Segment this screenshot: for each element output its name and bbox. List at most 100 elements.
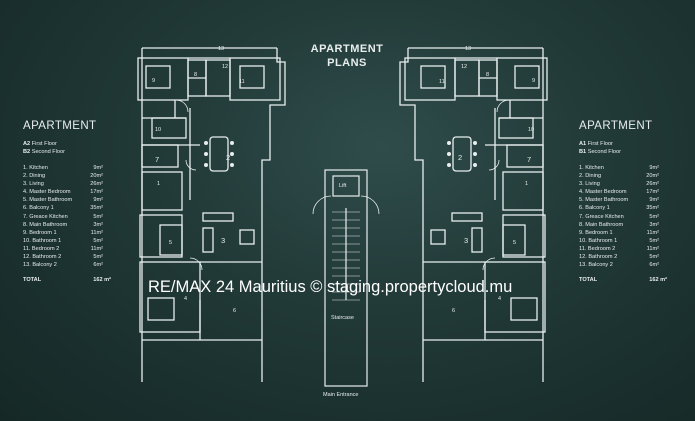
room-area: 5m²: [649, 213, 659, 220]
right-legend-heading: APARTMENT: [579, 120, 653, 132]
room-number-6: 6: [452, 308, 455, 314]
title-line-2: PLANS: [327, 57, 367, 69]
room-name: 12. Bathroom 2: [23, 254, 62, 261]
room-area: 20m²: [646, 173, 659, 180]
total-value: 162 m²: [649, 277, 667, 284]
room-number-13: 13: [218, 46, 224, 52]
main-entrance-label: Main Entrance: [323, 392, 358, 398]
room-item: 6. Balcony 1 35m²: [23, 204, 103, 212]
left-floor-1: A2 First Floor: [23, 140, 133, 148]
room-number-5: 5: [169, 240, 172, 246]
room-number-1: 1: [157, 181, 160, 187]
room-area: 6m²: [93, 262, 103, 269]
room-name: 2. Dining: [579, 173, 602, 180]
room-item: 11. Bedroom 2 11m²: [23, 245, 103, 253]
room-number-7: 7: [527, 155, 531, 164]
room-name: 4. Master Bedroom: [579, 189, 627, 196]
total-label: TOTAL: [579, 277, 598, 284]
room-area: 9m²: [93, 165, 103, 171]
room-name: 5. Master Bathroom: [23, 197, 73, 204]
room-name: 8. Main Bathroom: [579, 221, 624, 228]
floor-name: Second Floor: [31, 149, 65, 155]
room-name: 12. Bathroom 2: [579, 254, 618, 261]
room-name: 10. Bathroom 1: [579, 237, 618, 244]
room-name: 6. Balcony 1: [23, 205, 54, 212]
room-area: 5m²: [93, 254, 103, 261]
floor-name: First Floor: [31, 141, 57, 147]
room-area: 9m²: [649, 197, 659, 204]
room-number-1: 1: [525, 181, 528, 187]
room-number-13: 13: [465, 46, 471, 52]
room-number-10: 10: [528, 127, 534, 133]
floor-name: First Floor: [587, 141, 613, 147]
room-number-2: 2: [458, 153, 462, 162]
left-apartment-legend: APARTMENT A2 First Floor B2 Second Floor…: [23, 120, 133, 284]
room-area: 5m²: [649, 237, 659, 244]
watermark: RE/MAX 24 Mauritius © staging.propertycl…: [148, 278, 513, 296]
room-area: 5m²: [93, 237, 103, 244]
room-area: 11m²: [646, 245, 659, 252]
room-name: 13. Balcony 2: [579, 262, 613, 269]
floor-name: Second Floor: [587, 149, 621, 155]
room-area: 5m²: [649, 254, 659, 261]
right-floor-1: A1 First Floor: [579, 140, 689, 148]
room-area: 5m²: [93, 213, 103, 220]
room-number-8: 8: [194, 72, 197, 78]
room-item: 12. Bathroom 2 5m²: [23, 253, 103, 261]
left-apartment-plan: [137, 47, 286, 382]
right-apartment-legend: APARTMENT A1 First Floor B1 Second Floor…: [579, 120, 689, 284]
room-name: 1. Kitchen: [579, 165, 604, 171]
right-room-numbers: 13 9 8 12 11 10 2 7 1 3 5 4 6: [439, 46, 535, 314]
right-floor-2: B1 Second Floor: [579, 148, 689, 156]
room-number-9: 9: [532, 78, 535, 84]
room-name: 7. Greace Kitchen: [23, 213, 68, 220]
right-room-list: 1. Kitchen 9m² 2. Dining 20m² 3. Living 26m…: [579, 164, 689, 269]
room-number-7: 7: [155, 155, 159, 164]
room-name: 3. Living: [579, 181, 600, 188]
title-line-1: APARTMENT: [310, 43, 384, 55]
room-area: 26m²: [90, 181, 103, 188]
room-name: 6. Balcony 1: [579, 205, 610, 212]
room-area: 26m²: [646, 181, 659, 188]
room-number-10: 10: [155, 127, 161, 133]
floor-code: A1: [579, 141, 587, 147]
room-area: 35m²: [90, 205, 103, 212]
room-number-4: 4: [184, 296, 187, 302]
room-area: 11m²: [90, 245, 103, 252]
room-number-5: 5: [513, 240, 516, 246]
room-area: 9m²: [649, 165, 659, 171]
room-name: 9. Bedroom 1: [579, 229, 613, 236]
room-item: 3. Living 26m²: [579, 180, 659, 188]
room-name: 2. Dining: [23, 173, 46, 180]
staircase-label: Staircase: [331, 315, 354, 321]
room-number-12: 12: [222, 64, 228, 70]
room-name: 11. Bedroom 2: [579, 245, 616, 252]
room-item: 12. Bathroom 2 5m²: [579, 253, 659, 261]
room-name: 11. Bedroom 2: [23, 245, 60, 252]
room-area: 35m²: [646, 205, 659, 212]
room-area: 17m²: [90, 189, 103, 196]
room-number-3: 3: [221, 236, 225, 245]
left-room-numbers: 13 9 8 12 11 10 2 7 1 3 5 4 6: [152, 46, 245, 314]
floor-code: B2: [23, 149, 31, 155]
room-number-6: 6: [233, 308, 236, 314]
room-area: 11m²: [90, 229, 103, 236]
room-item: 11. Bedroom 2 11m²: [579, 245, 659, 253]
room-item: 7. Greace Kitchen 5m²: [23, 213, 103, 221]
room-name: 5. Master Bathroom: [579, 197, 629, 204]
room-area: 6m²: [649, 262, 659, 269]
page-title: APARTMENT PLANS: [297, 42, 397, 70]
room-number-4: 4: [498, 296, 501, 302]
